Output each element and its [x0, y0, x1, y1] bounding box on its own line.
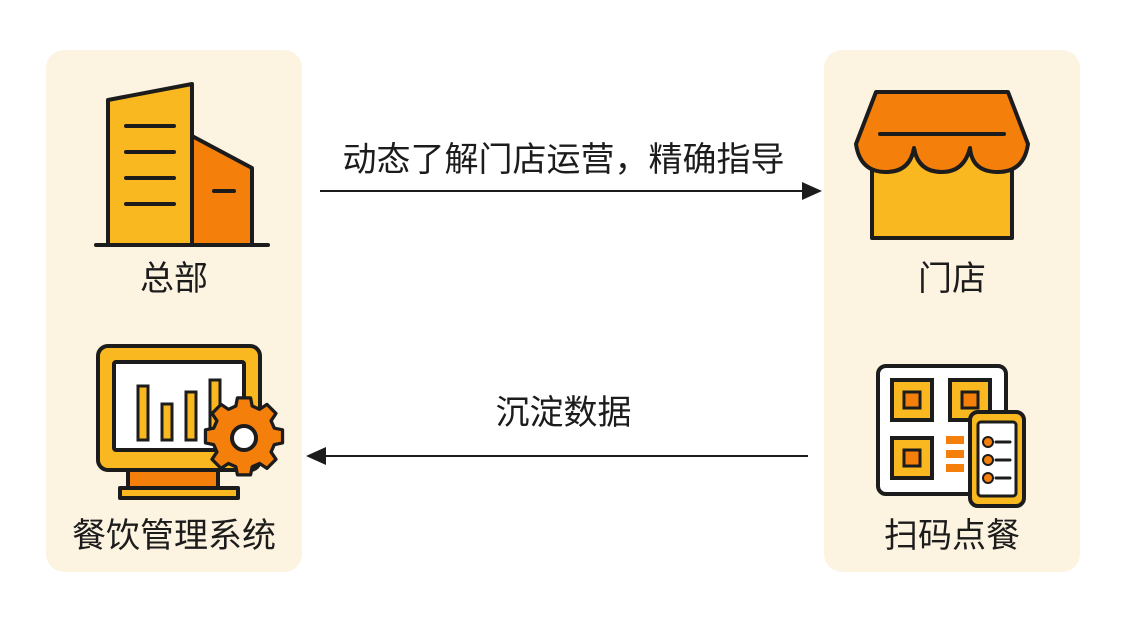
qr-code-phone-icon: [876, 364, 1026, 508]
monitor-chart-gear-icon: [96, 344, 285, 500]
headquarters-label: 总部: [140, 259, 208, 299]
scan-order-label: 扫码点餐: [884, 516, 1020, 556]
storefront-icon: [854, 90, 1030, 240]
catering-system-label: 餐饮管理系统: [72, 516, 276, 556]
edge-label-scan-to-system: 沉淀数据: [495, 393, 632, 433]
arrow-left-icon: [306, 447, 808, 465]
edge-label-hq-to-store: 动态了解门店运营，精确指导: [342, 140, 785, 180]
arrow-right-icon: [320, 182, 822, 200]
store-label: 门店: [918, 259, 986, 299]
office-building-icon: [94, 82, 270, 247]
